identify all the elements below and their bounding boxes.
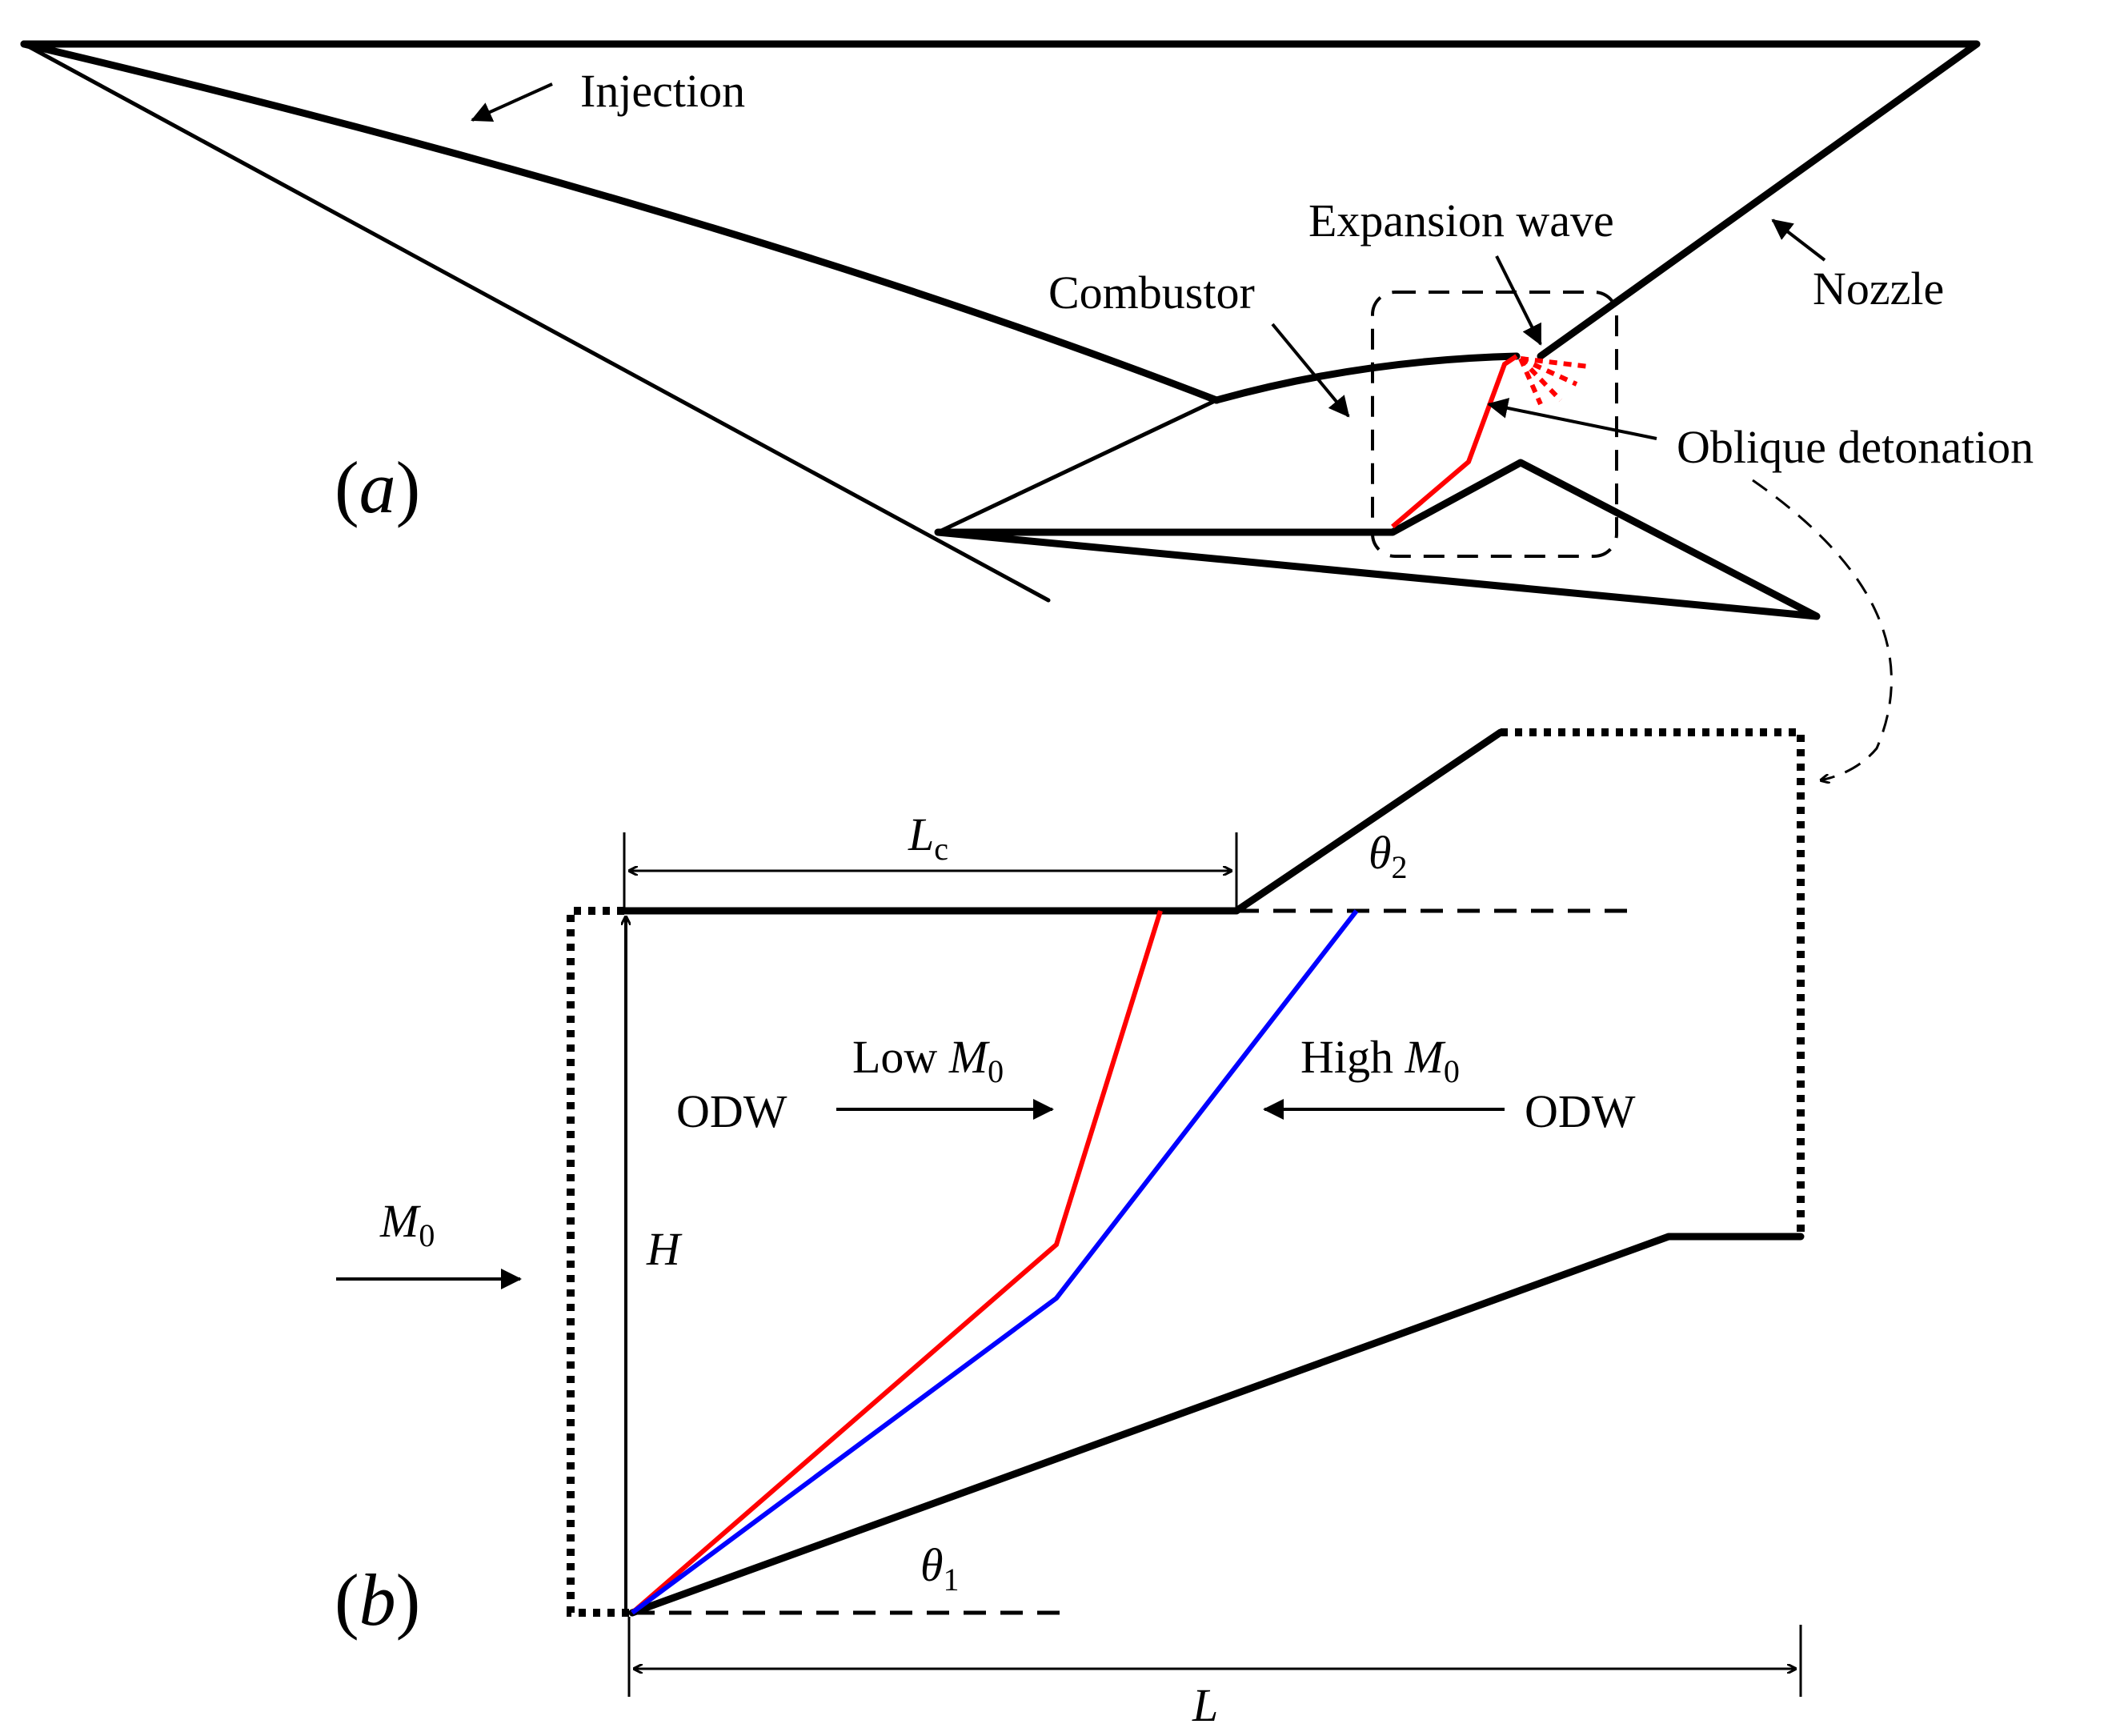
injection-label: Injection <box>580 65 745 117</box>
wedge-surface <box>628 1233 1805 1617</box>
outlet-top-boundary <box>1501 728 1805 1237</box>
panel-b: Lc L θ2 θ1 H M0 Low M0 ODW High M0 ODW (… <box>335 728 1805 1731</box>
forebody-lower-line <box>22 42 1051 603</box>
expansion-wave-fan <box>1518 356 1589 406</box>
oblique-detonation-arrow <box>1487 398 1657 440</box>
nozzle-label: Nozzle <box>1813 263 1944 315</box>
high-mach-label: High M0 <box>1300 1031 1460 1089</box>
upper-wall <box>620 728 1505 915</box>
freestream-mach-label: M0 <box>379 1195 435 1253</box>
zoom-link-arrow <box>1752 479 1893 780</box>
expansion-wave-label: Expansion wave <box>1308 194 1614 247</box>
combustor-label: Combustor <box>1048 267 1255 319</box>
zoom-box <box>1371 291 1618 558</box>
combustor-upper-wall <box>1212 352 1521 404</box>
nozzle-arrow <box>1771 219 1826 262</box>
inlet-ramp <box>936 398 1219 535</box>
panel-b-label: (b) <box>335 1559 420 1641</box>
l-label: L <box>1192 1679 1218 1731</box>
inlet-boundary <box>567 907 632 1617</box>
combustor-arrow <box>1271 323 1350 418</box>
low-mach-label: Low M0 <box>852 1031 1004 1089</box>
low-mach-odw <box>631 910 1163 1615</box>
vehicle-upper-line <box>20 40 1981 360</box>
injection-arrow <box>471 82 553 122</box>
panel-a: Injection Expansion wave Nozzle Combusto… <box>20 40 2034 780</box>
height-label: H <box>646 1223 683 1275</box>
oblique-detonation-label: Oblique detonation <box>1677 421 2034 473</box>
injection-curve <box>20 40 1220 404</box>
panel-a-label: (a) <box>335 447 420 528</box>
lc-label: Lc <box>908 808 948 867</box>
theta1-label: θ1 <box>920 1539 960 1598</box>
expansion-wave-arrow <box>1495 255 1542 346</box>
odw-right-label: ODW <box>1525 1085 1636 1137</box>
high-mach-odw <box>631 909 1359 1615</box>
theta2-label: θ2 <box>1369 827 1408 885</box>
oblique-detonation-wave <box>1391 354 1518 529</box>
odw-left-label: ODW <box>676 1085 787 1137</box>
cowl-wall <box>934 459 1821 620</box>
